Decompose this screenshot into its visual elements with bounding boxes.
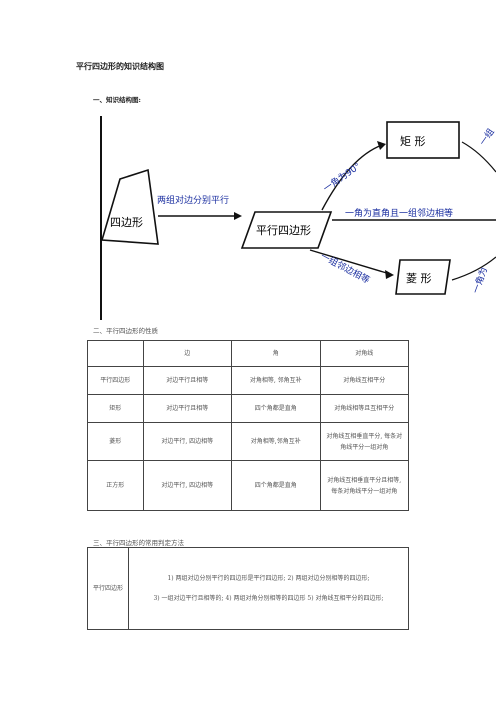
criteria-table: 平行四边形 1) 两组对边分别平行的四边形是平行四边形; 2) 两组对边分别相等… xyxy=(87,547,409,630)
rectangle-label: 矩 形 xyxy=(400,135,426,148)
table-row: 矩形 对边平行且相等 四个角都是直角 对角线相等且互相平分 xyxy=(87,394,409,423)
structure-diagram: 四边形 两组对边分别平行 平行四边形 矩 形 菱 形 一角为90° 一角为直角且… xyxy=(100,116,496,320)
arrow-rect-edge xyxy=(461,141,496,173)
rhombus-shape xyxy=(395,259,451,295)
table-header-row: 边 角 对角线 xyxy=(87,340,409,367)
table-cell: 对角线互相平分 xyxy=(319,366,409,395)
quadrilateral-shape xyxy=(100,168,159,245)
criteria-label-cell: 平行四边形 xyxy=(87,547,129,630)
table-cell: 四个角都是直角 xyxy=(231,394,321,423)
section-heading-properties: 二、平行四边形的性质 xyxy=(93,327,158,335)
criteria-line-2: 3) 一组对边平行且相等的; 4) 两组对角分别相等的四边形 5) 对角线互相平… xyxy=(153,594,384,602)
table-cell: 对角线互相垂直平分且相等, 每条对角线平分一组对角 xyxy=(319,460,409,511)
arrowhead xyxy=(385,270,394,279)
section-heading-structure: 一、知识结构图: xyxy=(93,96,141,104)
table-cell: 平行四边形 xyxy=(87,366,144,395)
table-cell: 对角相等, 邻角互补 xyxy=(231,366,321,395)
label-adjacent-sides-equal: 一组邻边相等 xyxy=(319,250,372,286)
rhombus-label: 菱 形 xyxy=(406,272,432,285)
header-cell: 对角线 xyxy=(319,340,409,367)
table-cell: 菱形 xyxy=(87,422,144,461)
parallelogram-label: 平行四边形 xyxy=(256,224,311,237)
criteria-content-cell: 1) 两组对边分别平行的四边形是平行四边形; 2) 两组对边分别相等的四边形; … xyxy=(128,547,409,630)
table-cell: 对角线相等且互相平分 xyxy=(319,394,409,423)
parallelogram-shape xyxy=(240,211,333,249)
arrow-para-rhombus xyxy=(309,249,391,275)
header-cell: 角 xyxy=(231,340,321,367)
arrow-para-rect xyxy=(321,144,383,211)
table-cell: 矩形 xyxy=(87,394,144,423)
table-cell: 对角相等,邻角互补 xyxy=(231,422,321,461)
arrowhead xyxy=(377,141,386,150)
quadrilateral-label: 四边形 xyxy=(110,216,143,229)
label-one-angle-90: 一角为90° xyxy=(321,160,363,194)
table-row: 菱形 对边平行, 四边相等 对角相等,邻角互补 对角线互相垂直平分, 每条对角线… xyxy=(87,422,409,461)
rectangle-shape xyxy=(386,121,460,159)
label-rhombus-edge: 一角为 xyxy=(470,266,491,295)
criteria-line-1: 1) 两组对边分别平行的四边形是平行四边形; 2) 两组对边分别相等的四边形; xyxy=(167,574,370,582)
header-cell: 边 xyxy=(142,340,233,367)
label-right-angle-adjacent-equal: 一角为直角且一组邻边相等 xyxy=(345,207,453,219)
table-cell: 对边平行且相等 xyxy=(142,394,233,423)
table-cell: 正方形 xyxy=(87,460,144,511)
table-row: 平行四边形 对边平行且相等 对角相等, 邻角互补 对角线互相平分 xyxy=(87,366,409,395)
table-cell: 对边平行, 四边相等 xyxy=(142,422,233,461)
section-heading-criteria: 三、平行四边形的常用判定方法 xyxy=(93,539,184,547)
label-rect-edge: 一组 xyxy=(477,126,496,148)
table-row: 正方形 对边平行, 四边相等 四个角都是直角 对角线互相垂直平分且相等, 每条对… xyxy=(87,460,409,511)
table-cell: 对边平行, 四边相等 xyxy=(142,460,233,511)
document-title: 平行四边形的知识结构图 xyxy=(76,61,164,71)
properties-table: 边 角 对角线 平行四边形 对边平行且相等 对角相等, 邻角互补 对角线互相平分… xyxy=(87,340,409,511)
arrow-rhombus-edge xyxy=(451,256,496,281)
arrowhead xyxy=(234,212,242,220)
label-two-pairs-parallel: 两组对边分别平行 xyxy=(157,194,229,206)
table-cell: 对角线互相垂直平分, 每条对角线平分一组对角 xyxy=(319,422,409,461)
table-row: 平行四边形 1) 两组对边分别平行的四边形是平行四边形; 2) 两组对边分别相等… xyxy=(87,547,409,630)
table-cell: 四个角都是直角 xyxy=(231,460,321,511)
header-cell xyxy=(87,340,144,367)
table-cell: 对边平行且相等 xyxy=(142,366,233,395)
